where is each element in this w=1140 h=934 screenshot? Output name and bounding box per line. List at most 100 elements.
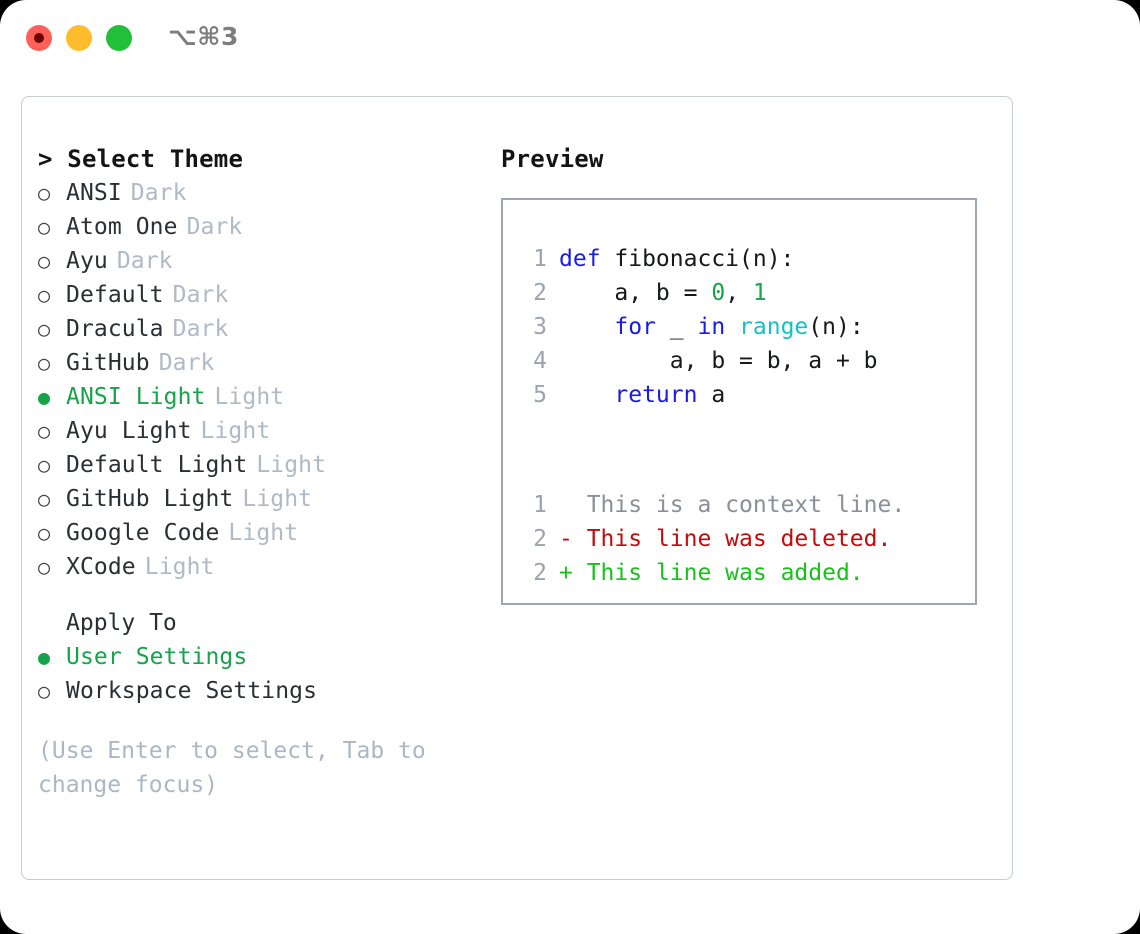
radio-unselected-icon[interactable]: ○ bbox=[38, 283, 51, 307]
theme-name: Default bbox=[66, 282, 164, 308]
theme-name: GitHub Light bbox=[66, 486, 234, 512]
radio-unselected-icon[interactable]: ○ bbox=[38, 521, 51, 545]
theme-row[interactable]: ○ GitHub Light Light bbox=[38, 482, 498, 516]
code-token: a, b = b, a + b bbox=[559, 348, 878, 374]
theme-name: ANSI bbox=[66, 180, 122, 206]
theme-row[interactable]: ○ Dracula Dark bbox=[38, 312, 498, 346]
theme-variant-label: Dark bbox=[172, 316, 229, 342]
radio-unselected-icon[interactable]: ○ bbox=[38, 679, 51, 703]
theme-variant-label: Dark bbox=[116, 248, 173, 274]
radio-unselected-icon[interactable]: ○ bbox=[38, 453, 51, 477]
line-number: 2 bbox=[533, 280, 547, 306]
theme-name: Default Light bbox=[66, 452, 248, 478]
maximize-button[interactable] bbox=[106, 25, 132, 51]
radio-selected-icon[interactable]: ● bbox=[38, 645, 51, 669]
radio-unselected-icon[interactable]: ○ bbox=[38, 215, 51, 239]
code-token: _ bbox=[655, 314, 698, 340]
theme-row[interactable]: ○ Default Light Light bbox=[38, 448, 498, 482]
theme-row[interactable]: ○ Atom One Dark bbox=[38, 210, 498, 244]
radio-unselected-icon[interactable]: ○ bbox=[38, 317, 51, 341]
minimize-button[interactable] bbox=[66, 25, 92, 51]
code-token: a bbox=[697, 382, 726, 408]
theme-row[interactable]: ○ Ayu Light Light bbox=[38, 414, 498, 448]
theme-variant-label: Dark bbox=[130, 180, 187, 206]
code-line-text: return a bbox=[559, 378, 725, 412]
title-bar: ⌥⌘3 bbox=[0, 0, 1140, 78]
theme-name: Ayu Light bbox=[66, 418, 192, 444]
line-number: 1 bbox=[533, 246, 547, 272]
preview-heading: Preview bbox=[501, 145, 604, 173]
apply-to-list[interactable]: ● User Settings ○ Workspace Settings bbox=[38, 640, 498, 708]
radio-unselected-icon[interactable]: ○ bbox=[38, 487, 51, 511]
code-line-text: a, b = b, a + b bbox=[559, 344, 878, 378]
radio-unselected-icon[interactable]: ○ bbox=[38, 351, 51, 375]
code-line-text: def fibonacci(n): bbox=[559, 242, 794, 276]
theme-variant-label: Light bbox=[242, 486, 313, 512]
theme-name: Dracula bbox=[66, 316, 164, 342]
diff-line: 2+ This line was added. bbox=[521, 556, 975, 590]
code-token: , bbox=[725, 280, 753, 306]
code-line-text: a, b = 0, 1 bbox=[559, 276, 767, 310]
theme-row[interactable]: ○ ANSI Dark bbox=[38, 176, 498, 210]
close-button[interactable] bbox=[26, 25, 52, 51]
select-theme-heading: > Select Theme bbox=[38, 145, 244, 173]
code-line: 3 for _ in range(n): bbox=[521, 310, 975, 344]
code-line: 4 a, b = b, a + b bbox=[521, 344, 975, 378]
code-token: fibonacci(n): bbox=[614, 246, 795, 272]
line-number: 2 bbox=[533, 526, 547, 552]
apply-to-label: User Settings bbox=[66, 644, 248, 670]
line-number: 2 bbox=[533, 560, 547, 586]
code-token: 0 bbox=[711, 280, 726, 306]
radio-unselected-icon[interactable]: ○ bbox=[38, 249, 51, 273]
diff-marker: - bbox=[559, 526, 587, 552]
window-controls bbox=[26, 25, 132, 51]
diff-line: 1 This is a context line. bbox=[521, 488, 975, 522]
diff-line-text: This line was added. bbox=[586, 560, 864, 586]
code-token: range bbox=[739, 314, 809, 340]
theme-variant-label: Light bbox=[144, 554, 215, 580]
code-token bbox=[725, 314, 739, 340]
apply-to-row[interactable]: ○ Workspace Settings bbox=[38, 674, 498, 708]
theme-name: Atom One bbox=[66, 214, 178, 240]
diff-line-text: This line was deleted. bbox=[586, 526, 892, 552]
keyboard-shortcut-label: ⌥⌘3 bbox=[168, 22, 239, 51]
theme-name: XCode bbox=[66, 554, 136, 580]
radio-unselected-icon[interactable]: ○ bbox=[38, 181, 51, 205]
theme-variant-label: Light bbox=[200, 418, 271, 444]
theme-variant-label: Dark bbox=[158, 350, 215, 376]
line-number: 5 bbox=[533, 382, 547, 408]
radio-unselected-icon[interactable]: ○ bbox=[38, 419, 51, 443]
theme-variant-label: Light bbox=[256, 452, 327, 478]
code-token: return bbox=[614, 382, 698, 408]
radio-unselected-icon[interactable]: ○ bbox=[38, 555, 51, 579]
code-token: def bbox=[559, 246, 615, 272]
diff-line-text: This is a context line. bbox=[586, 492, 906, 518]
apply-to-heading: Apply To bbox=[66, 610, 177, 636]
code-token bbox=[559, 382, 614, 408]
code-line: 1 def fibonacci(n): bbox=[521, 242, 975, 276]
apply-to-label: Workspace Settings bbox=[66, 678, 318, 704]
apply-to-row[interactable]: ● User Settings bbox=[38, 640, 498, 674]
radio-selected-icon[interactable]: ● bbox=[38, 385, 51, 409]
theme-variant-label: Dark bbox=[186, 214, 243, 240]
diff-sample: 1 This is a context line.2- This line wa… bbox=[503, 446, 975, 590]
code-token: for bbox=[614, 314, 656, 340]
diff-line: 2- This line was deleted. bbox=[521, 522, 975, 556]
code-token: a, b = bbox=[559, 280, 712, 306]
theme-row[interactable]: ○ XCode Light bbox=[38, 550, 498, 584]
theme-name: ANSI Light bbox=[66, 384, 206, 410]
code-token: 1 bbox=[752, 280, 767, 306]
line-number: 4 bbox=[533, 348, 547, 374]
